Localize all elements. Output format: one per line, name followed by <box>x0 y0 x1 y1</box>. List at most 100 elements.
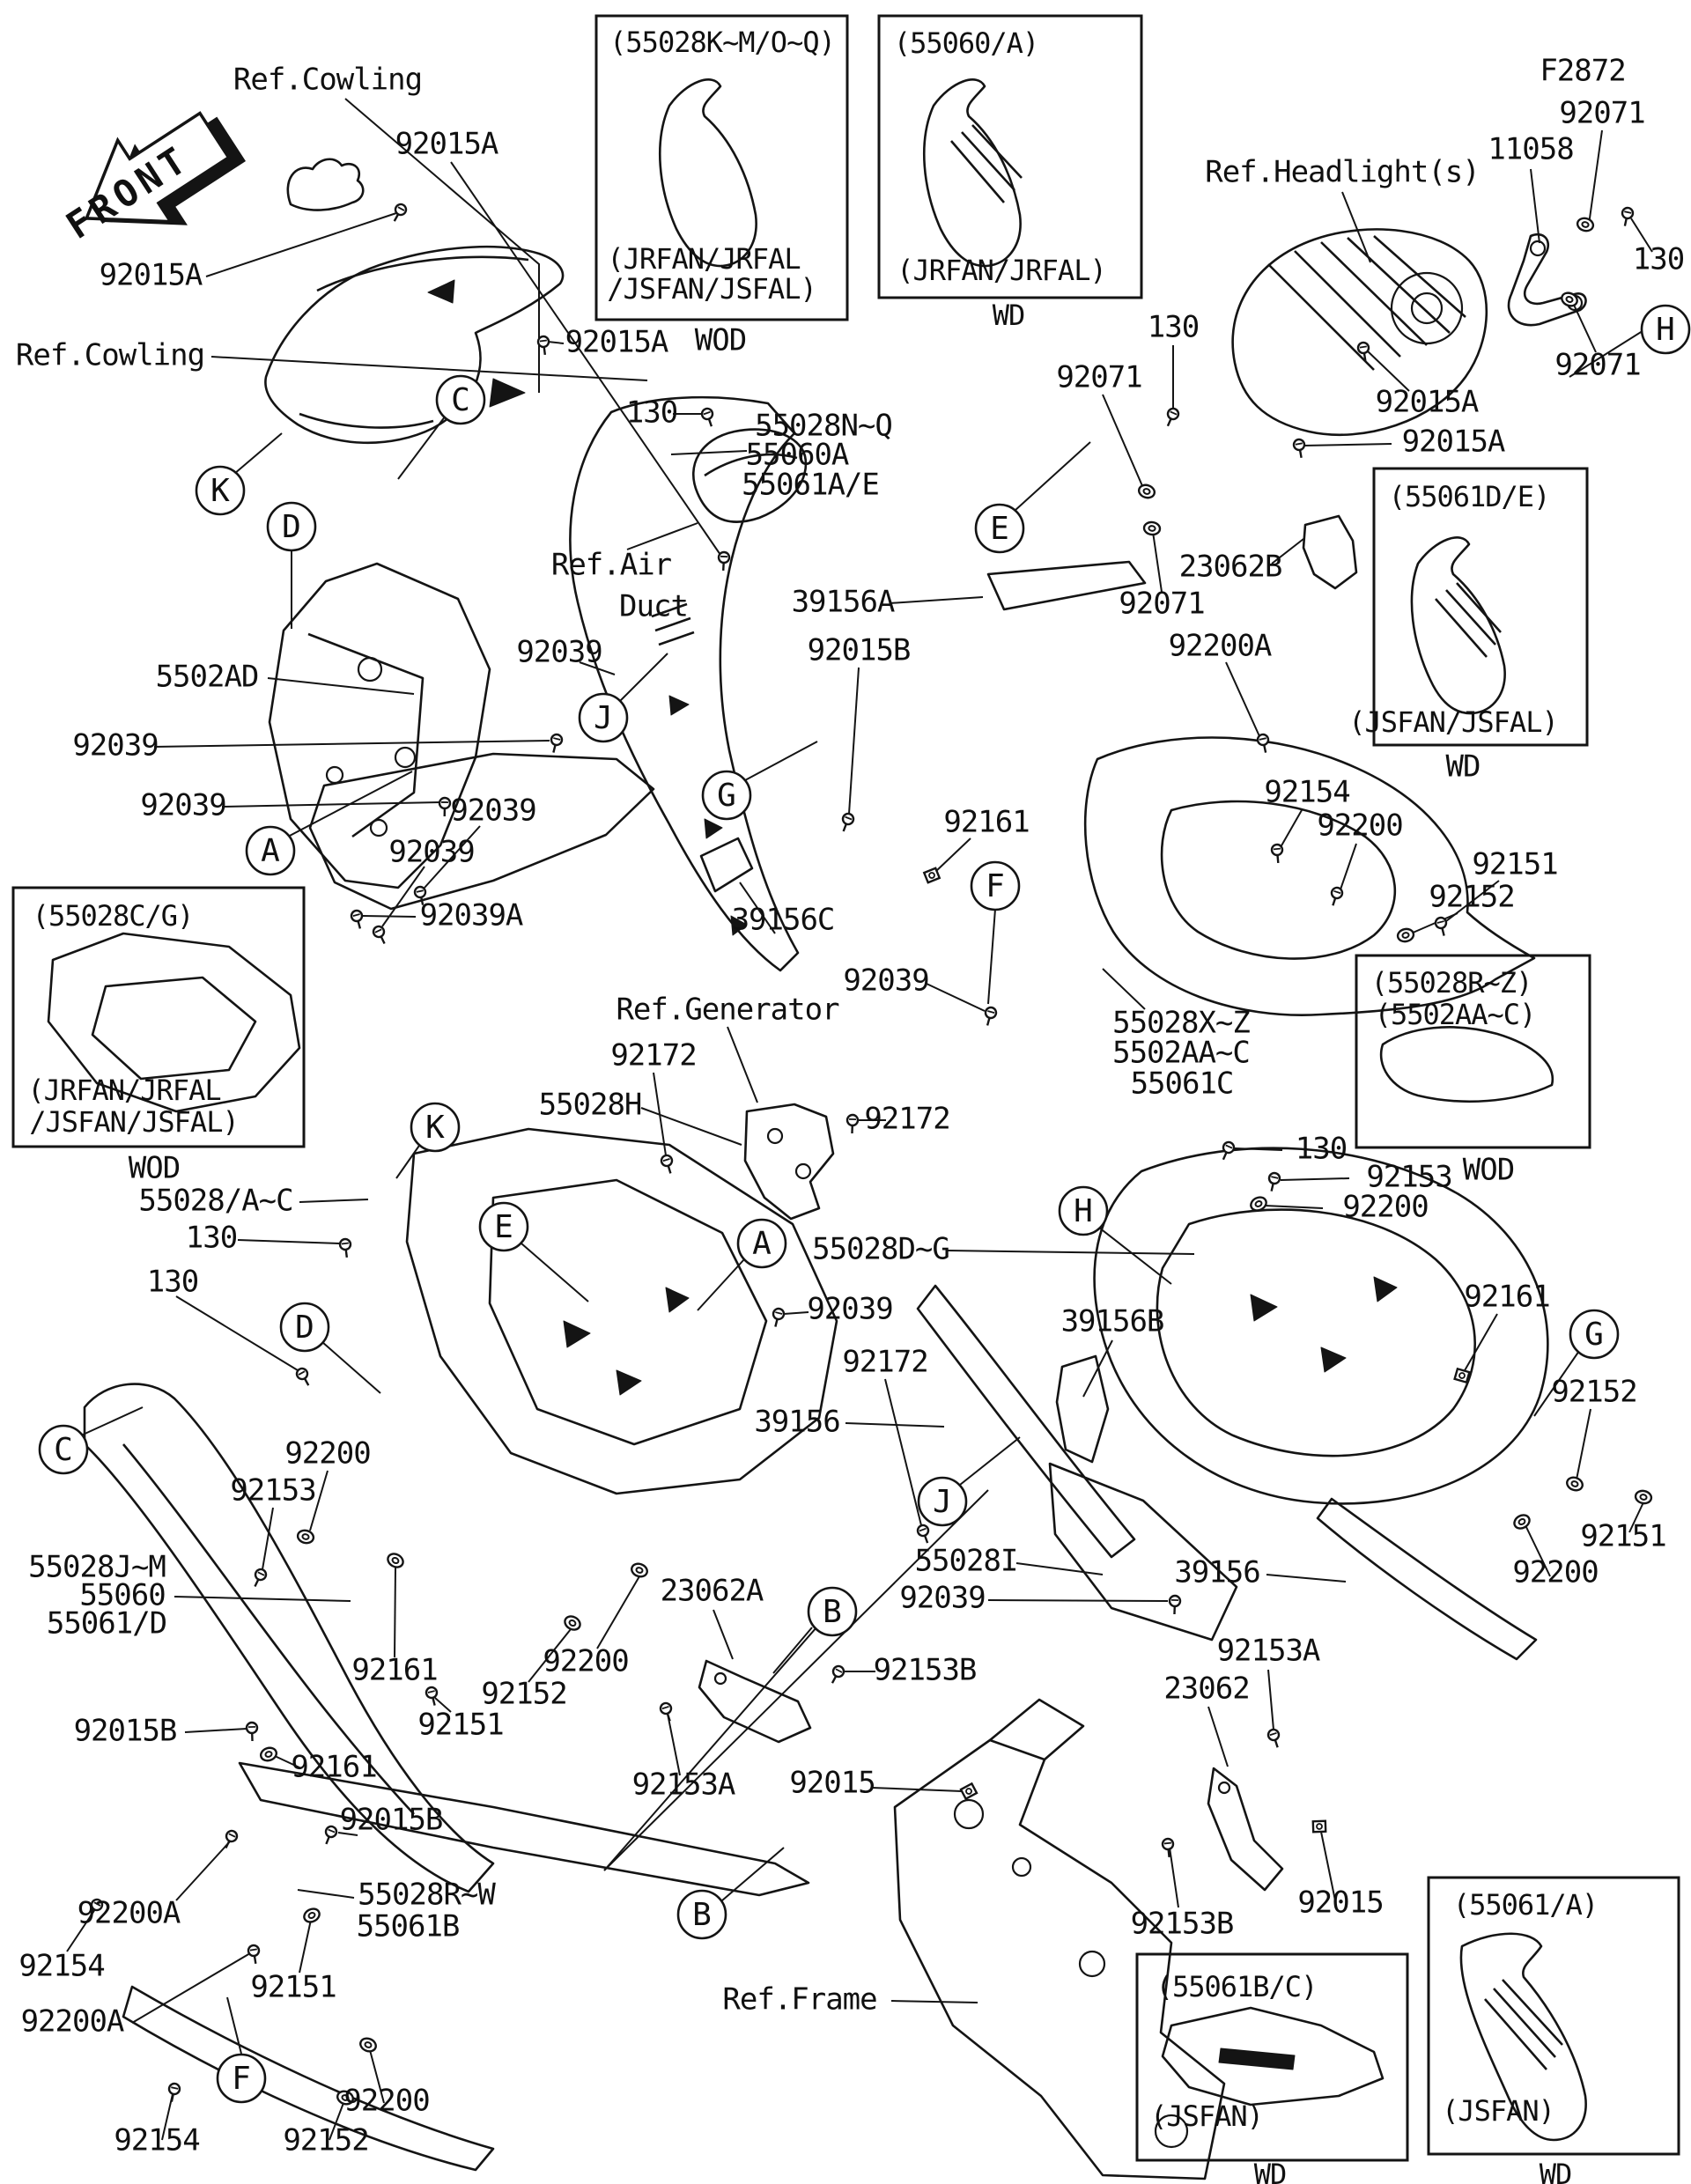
part-label: 92152 <box>1551 1375 1636 1410</box>
art-mid-left-vents <box>563 1287 690 1396</box>
art-mid-left-panel <box>405 1127 838 1495</box>
leader-line <box>80 1406 144 1436</box>
leader-line <box>267 677 415 695</box>
leader-line <box>596 1575 640 1649</box>
leader-line <box>1366 350 1410 392</box>
art-headlight-unit <box>1231 228 1488 437</box>
variant-box-label: (55060/A) <box>894 26 1038 60</box>
callout-b: B <box>676 1889 727 1940</box>
callout-circle <box>216 2053 267 2104</box>
variant-box <box>1355 954 1591 1149</box>
leader-line <box>1169 1847 1179 1908</box>
art-bracket-23062 <box>1207 1767 1284 1892</box>
art-inner-panel-line <box>307 632 425 838</box>
washer-icon <box>384 1550 407 1571</box>
part-label: 92152 <box>481 1677 566 1712</box>
art-left-lower-line <box>122 1443 415 1815</box>
variant-box-label: (JSFAN) <box>1150 2099 1263 2133</box>
leader-line <box>1098 1227 1172 1285</box>
screw-icon <box>1265 1170 1282 1194</box>
part-label: Ref.Cowling <box>233 63 422 98</box>
screw-icon <box>1618 205 1636 229</box>
callout-c: C <box>38 1424 89 1475</box>
callout-letter: A <box>261 833 280 869</box>
leader-line <box>344 98 540 393</box>
art-box7-art <box>1459 1932 1587 2142</box>
callout-g: G <box>1569 1309 1620 1360</box>
art-hole <box>1078 1950 1106 1978</box>
part-label: 55028J~M <box>28 1550 166 1585</box>
leader-line <box>221 801 441 808</box>
art-panel-55028I <box>1048 1462 1238 1642</box>
variant-box-label: (JRFAN/JRFAL <box>607 242 800 276</box>
art-upper-cowling <box>264 245 565 445</box>
callout-k: K <box>410 1102 461 1153</box>
leader-line <box>1014 441 1091 512</box>
screw-icon <box>293 1365 314 1390</box>
leader-line <box>1533 1350 1580 1417</box>
part-label: 39156B <box>1061 1304 1164 1339</box>
leader-line <box>262 1507 274 1570</box>
part-label: WOD <box>129 1151 180 1186</box>
washer-icon <box>1136 482 1157 501</box>
art-center-column-vent <box>668 695 748 936</box>
leader-line <box>1102 394 1144 489</box>
part-label: 55061A/E <box>742 468 879 503</box>
part-label: WD <box>1446 749 1481 785</box>
nut-icon <box>923 867 941 884</box>
leader-line <box>337 1832 358 1836</box>
callout-circle <box>676 1889 727 1940</box>
leader-line <box>161 2093 174 2141</box>
callout-circle <box>478 1201 529 1252</box>
screw-icon <box>320 1823 340 1848</box>
leader-line <box>450 161 721 556</box>
leader-lines-layer <box>66 98 1653 2141</box>
leader-line <box>237 1239 341 1244</box>
washer-icon <box>295 1527 316 1546</box>
art-hole <box>1217 1781 1231 1795</box>
part-label: 55028/A~C <box>138 1184 292 1219</box>
callout-circle <box>435 374 486 425</box>
part-label: 55028N~Q <box>755 409 892 444</box>
screw-icon <box>717 550 731 572</box>
washer-icon <box>1395 926 1416 944</box>
callout-d: D <box>279 1302 330 1353</box>
leader-line <box>670 450 748 455</box>
part-label: WOD <box>1463 1153 1514 1188</box>
screw-icon <box>826 1663 847 1687</box>
screw-icon <box>349 908 366 932</box>
screw-icon <box>659 1153 677 1177</box>
leader-line <box>744 741 818 781</box>
part-label: 92152 <box>283 2123 368 2158</box>
part-label: 92200 <box>284 1436 370 1472</box>
leader-line <box>1628 1502 1644 1533</box>
leader-line <box>1266 1574 1347 1583</box>
art-box4-art <box>1379 1026 1554 1103</box>
screw-icon <box>246 1943 262 1966</box>
art-air-duct <box>692 428 808 523</box>
part-label: 130 <box>626 395 677 431</box>
variant-box-label: (55061B/C) <box>1156 1970 1318 2003</box>
leader-line <box>1015 1562 1104 1575</box>
part-label: 92015A <box>1376 385 1479 420</box>
callout-circle <box>38 1424 89 1475</box>
part-label: 130 <box>1296 1132 1347 1167</box>
art-box1-art <box>659 78 757 268</box>
art-box5-art <box>47 932 301 1113</box>
part-label: 92153A <box>632 1767 735 1803</box>
art-box2-stripes <box>950 124 1023 203</box>
callout-circle <box>1569 1309 1620 1360</box>
part-label: 92071 <box>1554 348 1640 383</box>
leader-line <box>153 740 550 748</box>
washer-icon <box>1563 1474 1586 1494</box>
part-label: 92153B <box>1131 1907 1234 1942</box>
part-label: Ref.Generator <box>616 992 839 1028</box>
leader-line <box>174 1596 351 1602</box>
art-box3-art <box>1410 536 1506 715</box>
screw-icon <box>1162 405 1182 430</box>
line-art-layer <box>47 78 1587 2180</box>
art-upper-cowling-vent2 <box>427 279 455 304</box>
part-label: 55061B <box>357 1909 460 1944</box>
callout-letter: B <box>823 1594 842 1630</box>
art-left-lower-cowl <box>83 1383 495 1893</box>
